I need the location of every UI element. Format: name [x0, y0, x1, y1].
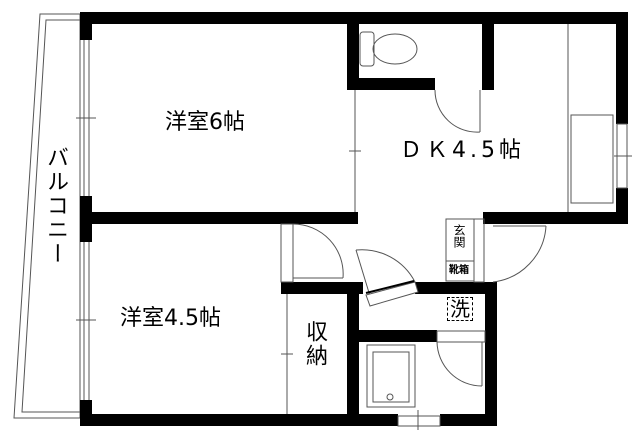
thin-lines: [76, 24, 632, 430]
room-label-western-4-5: 洋室4.5帖: [120, 306, 221, 331]
label-washer: 洗: [447, 297, 473, 321]
room-label-storage: 収納: [302, 320, 327, 368]
room-label-balcony: バルコニー: [43, 146, 68, 266]
label-entrance: 玄関: [452, 224, 466, 248]
room-label-western-6: 洋室6帖: [165, 110, 245, 135]
label-shoe-box: 靴箱: [449, 265, 469, 276]
room-label-dk: ＤＫ4.5帖: [400, 138, 525, 163]
walls: [80, 12, 628, 426]
